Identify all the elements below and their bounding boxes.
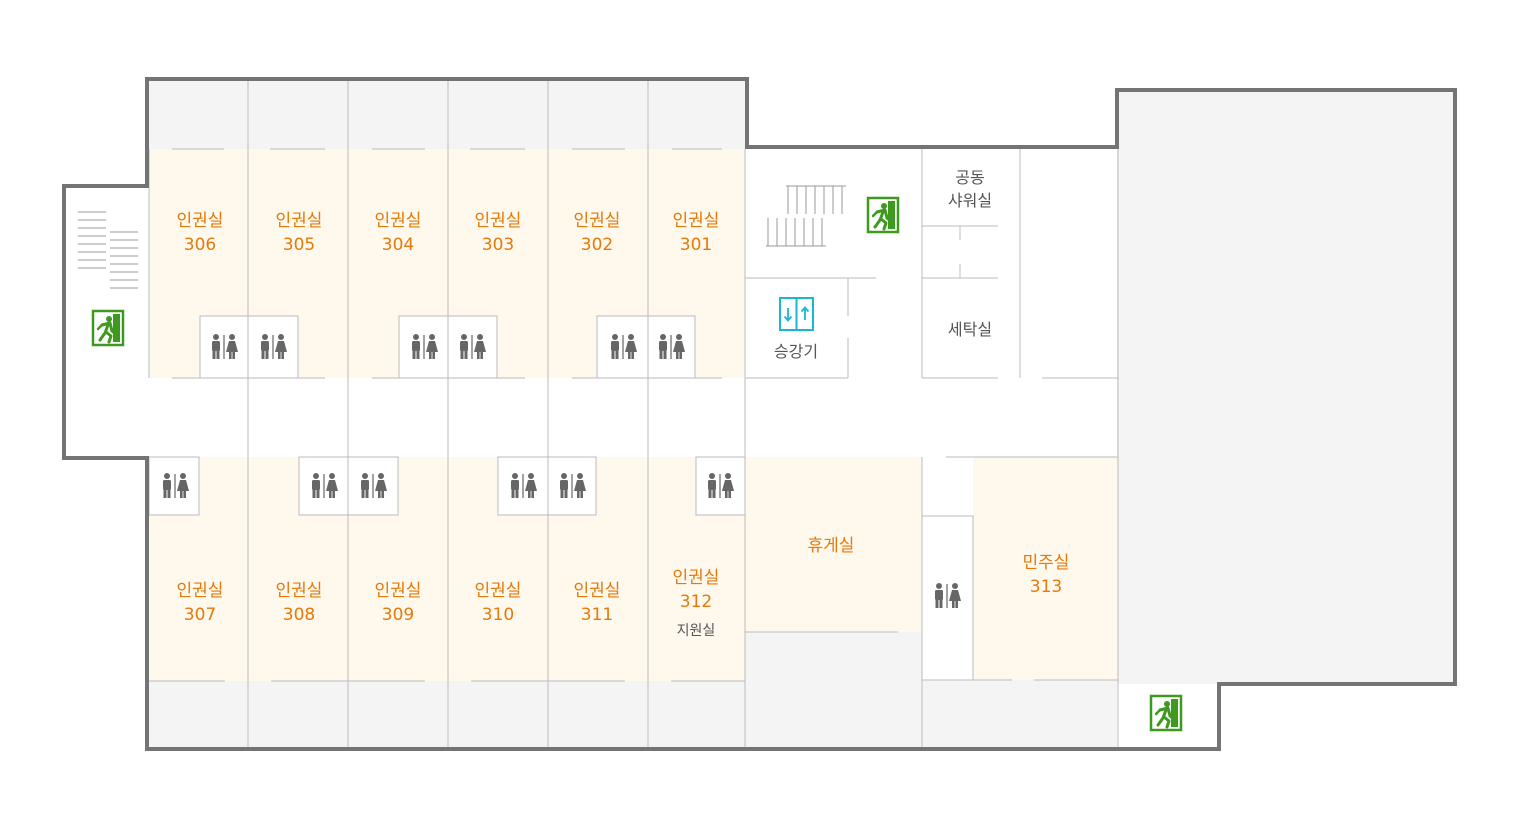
room-308-number: 308 [283, 605, 315, 625]
room-311-name: 인권실 [574, 581, 621, 601]
stairs-icon [766, 185, 846, 247]
laundry-label: 세탁실 [948, 320, 992, 339]
room-312-name: 인권실 [673, 568, 720, 588]
elevator-icon [779, 297, 814, 331]
room-312-number: 312 [680, 592, 712, 612]
elevator-label: 승강기 [774, 342, 818, 361]
room-303-number: 303 [482, 235, 514, 255]
room-310-name: 인권실 [475, 581, 522, 601]
emergency-exit-icon [866, 196, 900, 234]
room-303-name: 인권실 [475, 211, 522, 231]
room-310-number: 310 [482, 605, 514, 625]
room-309-number: 309 [382, 605, 414, 625]
room-308-name: 인권실 [276, 581, 323, 601]
room-302-name: 인권실 [574, 211, 621, 231]
room-307-number: 307 [184, 605, 216, 625]
room-301-name: 인권실 [673, 211, 720, 231]
room-301-number: 301 [680, 235, 712, 255]
room-305-number: 305 [283, 235, 315, 255]
room-313-number: 313 [1030, 577, 1062, 597]
room-307-name: 인권실 [177, 581, 224, 601]
shower-label-line2: 샤워실 [948, 191, 992, 210]
emergency-exit-icon [1149, 694, 1183, 732]
room-302-number: 302 [581, 235, 613, 255]
room-309-name: 인권실 [375, 581, 422, 601]
room-304-name: 인권실 [375, 211, 422, 231]
room-312-sub-label: 지원실 [677, 623, 716, 639]
room-305-name: 인권실 [276, 211, 323, 231]
room-306-name: 인권실 [177, 211, 224, 231]
room-313-name: 민주실 [1023, 553, 1070, 573]
stairs-icon [78, 211, 138, 289]
shower-label-line1: 공동 [955, 168, 984, 187]
lounge-label: 휴게실 [808, 536, 855, 556]
room-304-number: 304 [382, 235, 414, 255]
room-306-number: 306 [184, 235, 216, 255]
emergency-exit-icon [91, 309, 125, 347]
room-311-number: 311 [581, 605, 613, 625]
